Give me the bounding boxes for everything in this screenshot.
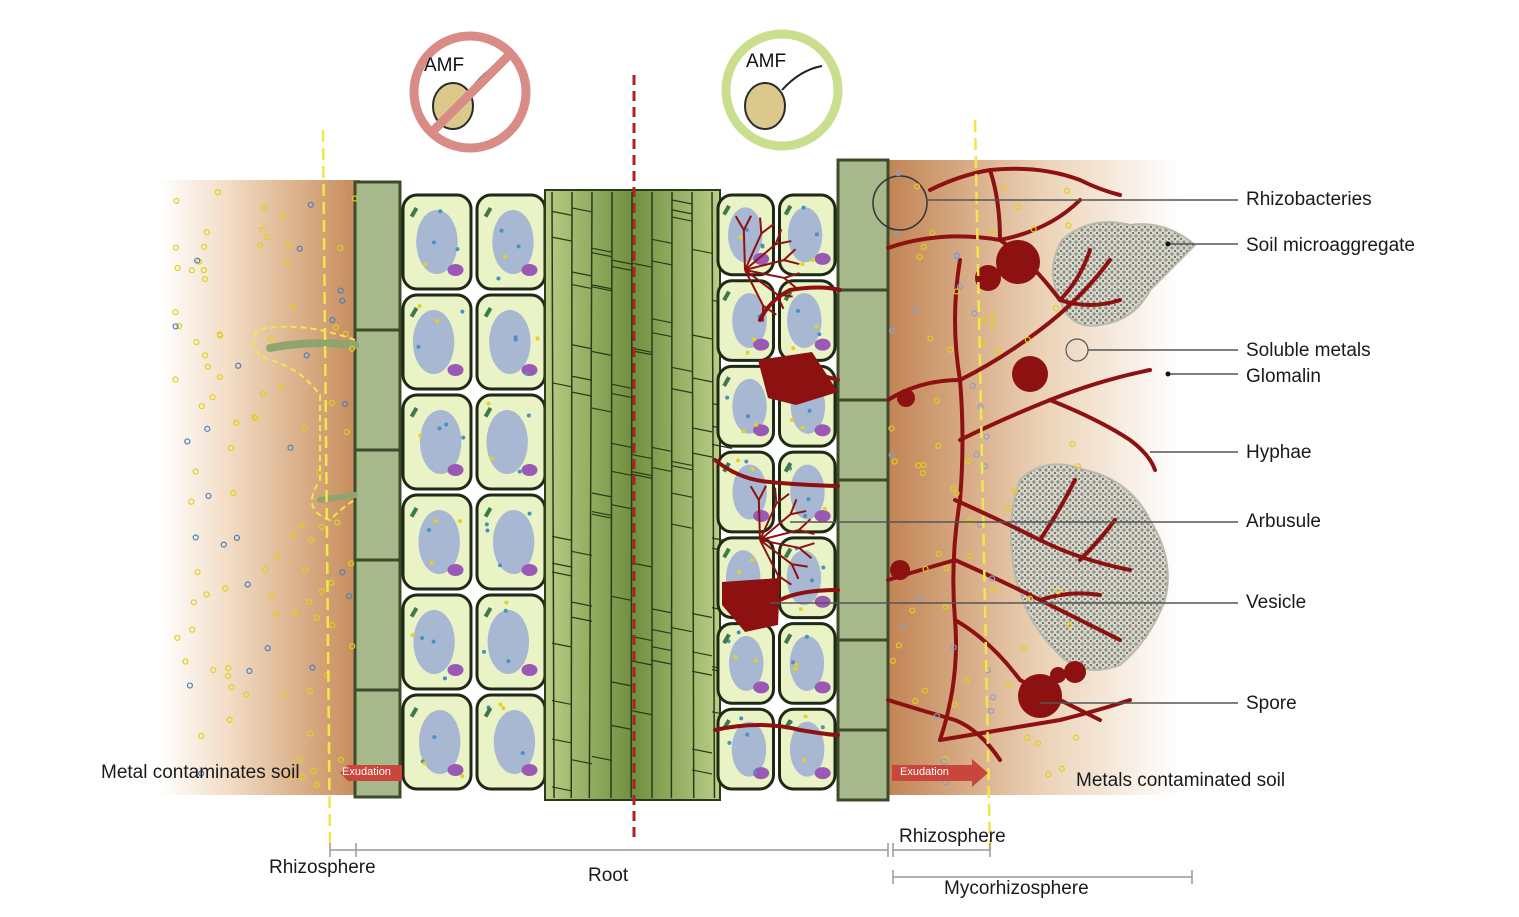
label-root: Root: [588, 866, 628, 885]
label-spore: Spore: [1246, 694, 1297, 713]
label-mycorhizosphere: Mycorhizosphere: [944, 879, 1089, 898]
amf-badge-label-without: AMF: [424, 56, 464, 75]
left-cortex: [403, 195, 545, 789]
no-amf-badge: [414, 36, 526, 148]
label-rhizobacteries: Rhizobacteries: [1246, 190, 1372, 209]
right-epidermis: [838, 160, 888, 800]
label-soil-microaggregate: Soil microaggregate: [1246, 236, 1415, 255]
label-hyphae: Hyphae: [1246, 443, 1312, 462]
left-epidermis: [355, 182, 400, 797]
right-cortex: [718, 195, 835, 789]
label-glomalin: Glomalin: [1246, 367, 1321, 386]
label-vesicle: Vesicle: [1246, 593, 1306, 612]
label-left-soil: Metal contaminates soil: [101, 763, 300, 782]
label-exudation-left: Exudation: [342, 767, 391, 778]
label-right-soil: Metals contaminated soil: [1076, 771, 1285, 790]
label-arbusule: Arbusule: [1246, 512, 1321, 531]
label-rhizosphere-right: Rhizosphere: [899, 827, 1006, 846]
label-rhizosphere-left: Rhizosphere: [269, 858, 376, 877]
amf-badge-label-with: AMF: [746, 52, 786, 71]
label-exudation-right: Exudation: [900, 767, 949, 778]
label-soluble-metals: Soluble metals: [1246, 341, 1371, 360]
